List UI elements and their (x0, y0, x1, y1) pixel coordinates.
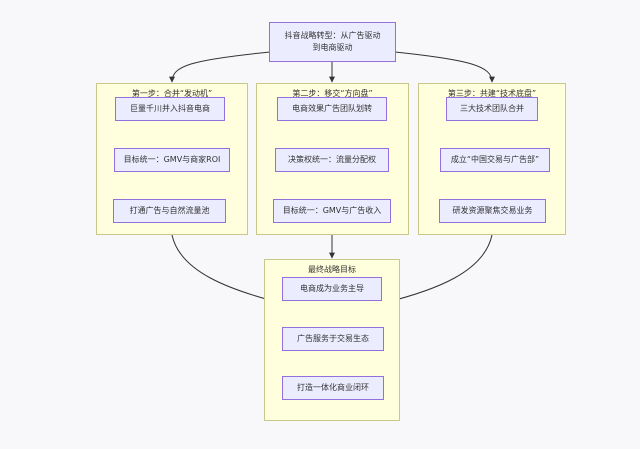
step3-node-3-label: 研发资源聚焦交易业务 (452, 206, 533, 215)
step2-node-2: 决策权统一：流量分配权 (275, 148, 389, 172)
step1-node-1: 巨量千川并入抖音电商 (115, 97, 225, 121)
edge-root-step1 (169, 51, 271, 83)
step1-node-2: 目标统一：GMV与商家ROI (114, 148, 230, 172)
step2-node-1: 电商效果广告团队划转 (277, 97, 387, 121)
root-node: 抖音战略转型：从广告驱动 到电商驱动 (269, 22, 396, 62)
step1-node-1-label: 巨量千川并入抖音电商 (130, 104, 210, 113)
root-node-line2: 到电商驱动 (312, 43, 353, 52)
edge-root-step3 (394, 51, 495, 83)
step1-node-2-label: 目标统一：GMV与商家ROI (123, 155, 221, 164)
step1-node-3-label: 打通广告与自然流量池 (129, 206, 210, 215)
step3-node-2: 成立“中国交易与广告部” (440, 148, 550, 172)
cluster-step3-title: 第三步：共建“技术底盘” (447, 89, 537, 98)
final-node-1: 电商成为业务主导 (282, 277, 382, 301)
cluster-final-title: 最终战略目标 (308, 265, 356, 274)
step2-node-2-label: 决策权统一：流量分配权 (288, 155, 376, 164)
final-node-2: 广告服务于交易生态 (282, 327, 384, 351)
edge-step3-final (383, 234, 493, 305)
cluster-step2-title: 第二步：移交“方向盘” (292, 89, 373, 98)
final-node-3: 打造一体化商业闭环 (282, 376, 384, 400)
step1-node-3: 打通广告与自然流量池 (113, 199, 226, 223)
final-node-2-label: 广告服务于交易生态 (297, 334, 369, 343)
final-node-1-label: 电商成为业务主导 (300, 284, 364, 293)
root-node-line1: 抖音战略转型：从广告驱动 (284, 31, 381, 40)
step3-node-2-label: 成立“中国交易与广告部” (450, 155, 540, 164)
step3-node-1: 三大技术团队合并 (446, 97, 538, 121)
final-node-3-label: 打造一体化商业闭环 (297, 383, 369, 392)
step2-node-1-label: 电商效果广告团队划转 (292, 104, 372, 113)
step2-node-3: 目标统一：GMV与广告收入 (273, 199, 391, 223)
cluster-step1-title: 第一步：合并“发动机” (131, 89, 213, 98)
step3-node-1-label: 三大技术团队合并 (460, 104, 524, 113)
step3-node-3: 研发资源聚焦交易业务 (439, 199, 546, 223)
step2-node-3-label: 目标统一：GMV与广告收入 (282, 206, 382, 215)
